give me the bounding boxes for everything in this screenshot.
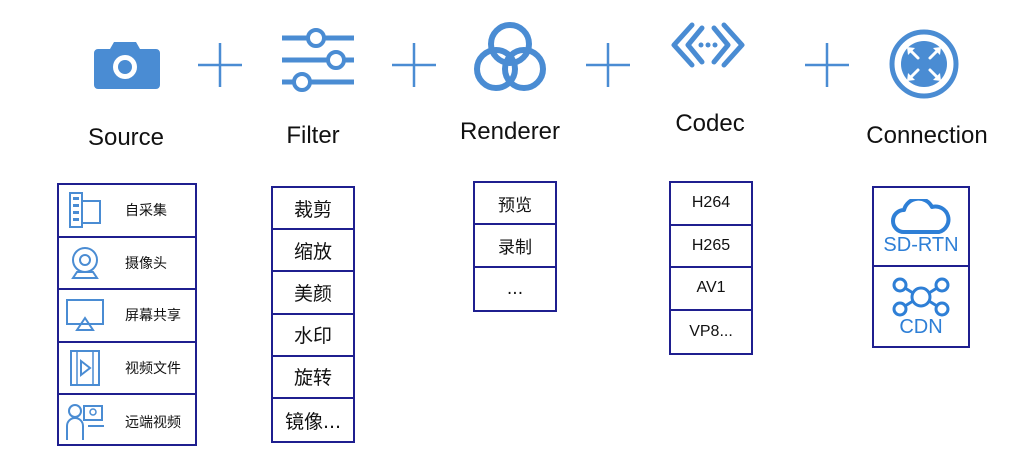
renderer-title: Renderer [459, 118, 561, 145]
source-list: 自采集 摄像头 屏幕共享 视频文件 [57, 183, 197, 446]
list-item: 预览 [475, 183, 555, 226]
list-item: 视频文件 [59, 343, 195, 396]
list-item: 旋转 [273, 357, 353, 399]
plus-icon [805, 43, 849, 87]
video-file-icon [59, 349, 111, 387]
plus-icon [198, 43, 242, 87]
plus-icon [586, 43, 630, 87]
codec-list: H264 H265 AV1 VP8... [669, 181, 753, 355]
nodes-icon [892, 277, 950, 316]
codec-title: Codec [675, 110, 745, 137]
source-item-label: 摄像头 [125, 255, 167, 272]
cloud-icon [891, 198, 951, 234]
remote-user-icon [59, 402, 111, 442]
source-item-label: 屏幕共享 [125, 308, 181, 325]
list-item: VP8... [689, 322, 733, 340]
sliders-icon [282, 28, 354, 92]
list-item: 美颜 [273, 272, 353, 315]
circles-icon [474, 22, 546, 91]
list-item: 摄像头 [59, 238, 195, 291]
source-title: Source [87, 124, 165, 151]
list-item: 缩放 [273, 230, 353, 273]
source-item-label: 自采集 [125, 203, 167, 220]
connection-list: SD-RTN CDN [872, 186, 970, 348]
connection-title: Connection [866, 122, 988, 149]
plus-icon [392, 43, 436, 87]
source-item-label: 视频文件 [125, 361, 181, 378]
film-icon [59, 191, 111, 229]
list-item: 水印 [273, 315, 353, 357]
list-item: ... [506, 278, 524, 299]
code-arrows-icon [671, 22, 745, 68]
filter-list: 裁剪 缩放 美颜 水印 旋转 镜像... [271, 186, 355, 443]
filter-title: Filter [286, 122, 340, 149]
list-item: 屏幕共享 [59, 290, 195, 343]
network-icon [889, 29, 959, 99]
list-item: H265 [671, 226, 751, 268]
camera-icon [94, 42, 160, 89]
source-item-label: 远端视频 [125, 414, 181, 431]
list-item: 裁剪 [273, 188, 353, 231]
screen-share-icon [59, 296, 111, 334]
list-item: CDN [874, 267, 968, 346]
list-item: 录制 [475, 225, 555, 268]
webcam-icon [59, 244, 111, 282]
list-item: 自采集 [59, 185, 195, 238]
list-item: 远端视频 [59, 395, 195, 448]
connection-item-label: CDN [899, 315, 943, 338]
list-item: H264 [671, 183, 751, 226]
list-item: 镜像... [284, 410, 342, 433]
renderer-list: 预览 录制 ... [473, 181, 557, 312]
list-item: SD-RTN [874, 188, 968, 267]
connection-item-label: SD-RTN [883, 233, 959, 256]
list-item: AV1 [671, 268, 751, 311]
